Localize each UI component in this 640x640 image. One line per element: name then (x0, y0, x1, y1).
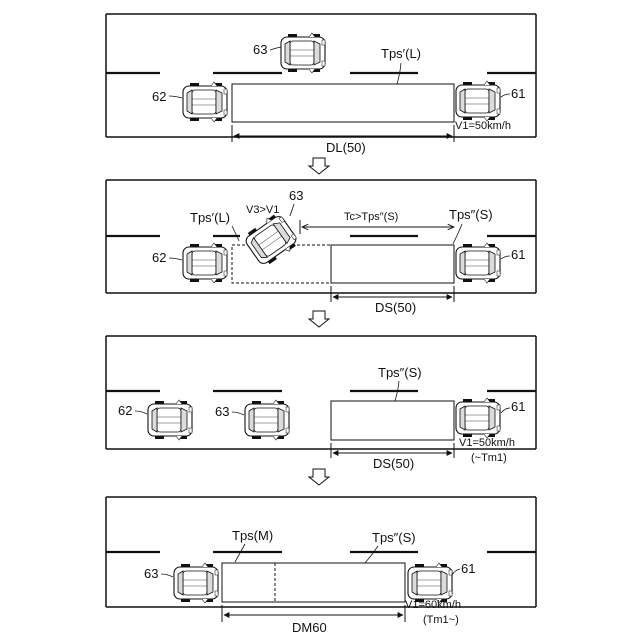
car-icon (183, 82, 227, 122)
leader-line (169, 96, 182, 98)
car-icon (281, 33, 325, 73)
car-63-label: 63 (144, 566, 158, 581)
leader-line (501, 256, 510, 259)
speed-label: V1=50km/h (459, 437, 515, 449)
car-icon (242, 211, 301, 269)
leader-line (270, 47, 281, 50)
speed-label: V1=50km/h (455, 120, 511, 132)
zone-label-tps-s: Tps″(S) (449, 207, 493, 222)
zone-label-tps-m: Tps(M) (232, 528, 273, 543)
car-63-label: 63 (215, 404, 229, 419)
speed-compare-label: V3>V1 (246, 204, 279, 216)
down-arrow-icon (309, 158, 329, 174)
leader-line (365, 546, 378, 563)
leader-line (232, 226, 239, 241)
time-label: (~Tm1) (471, 452, 507, 464)
dimension-label: DM60 (292, 620, 327, 635)
leader-line (452, 569, 460, 575)
car-icon (183, 243, 227, 283)
time-compare-label: Tc>Tps″(S) (344, 211, 398, 223)
zone-tps-s (331, 245, 454, 283)
panel-3: 62 63 61 Tps″(S) V1=50km/h (~Tm1) DS(50) (106, 336, 536, 471)
car-icon (456, 81, 500, 121)
dimension-label: DS(50) (373, 456, 414, 471)
zone-label-tps-s: Tps″(S) (372, 530, 416, 545)
car-61-label: 61 (511, 86, 525, 101)
zone-tps-m (222, 563, 405, 602)
leader-line (161, 574, 173, 577)
car-61-label: 61 (461, 561, 475, 576)
car-62-label: 62 (152, 250, 166, 265)
car-61-label: 61 (511, 247, 525, 262)
speed-label: V1=60km/h (405, 599, 461, 611)
car-icon (148, 400, 192, 440)
car-63-label: 63 (253, 42, 267, 57)
leader-line (501, 408, 510, 413)
zone-tps-l (232, 84, 454, 122)
down-arrow-icon (309, 469, 329, 485)
car-icon (174, 563, 218, 603)
dimension-label: DS(50) (375, 300, 416, 315)
leader-line (135, 411, 147, 414)
panel-4: 63 61 Tps(M) Tps″(S) V1=60km/h (Tm1~) DM… (106, 497, 536, 635)
panel-1: 63 62 61 Tps′(L) V1=50km/h DL(50) (106, 14, 536, 155)
leader-line (169, 258, 182, 260)
car-62-label: 62 (152, 89, 166, 104)
car-icon (456, 243, 500, 283)
leader-line (232, 412, 244, 415)
time-label: (Tm1~) (423, 614, 459, 626)
car-icon (245, 400, 289, 440)
panel-2: 62 61 63 V3>V1 Tps′(L) Tps″(S) Tc>Tps″(S… (106, 180, 536, 315)
zone-label-tps-l: Tps′(L) (190, 210, 230, 225)
car-icon (456, 398, 500, 438)
leader-line (453, 224, 462, 244)
car-62-label: 62 (118, 403, 132, 418)
down-arrow-icon (309, 311, 329, 327)
leader-line (501, 94, 510, 97)
zone-label-tps-l: Tps′(L) (381, 46, 421, 61)
dimension-label: DL(50) (326, 140, 366, 155)
car-icon (408, 563, 452, 603)
car-63-label: 63 (289, 188, 303, 203)
zone-tps-s (331, 401, 454, 440)
zone-label-tps-s: Tps″(S) (378, 365, 422, 380)
leader-line (290, 204, 294, 216)
car-61-label: 61 (511, 399, 525, 414)
